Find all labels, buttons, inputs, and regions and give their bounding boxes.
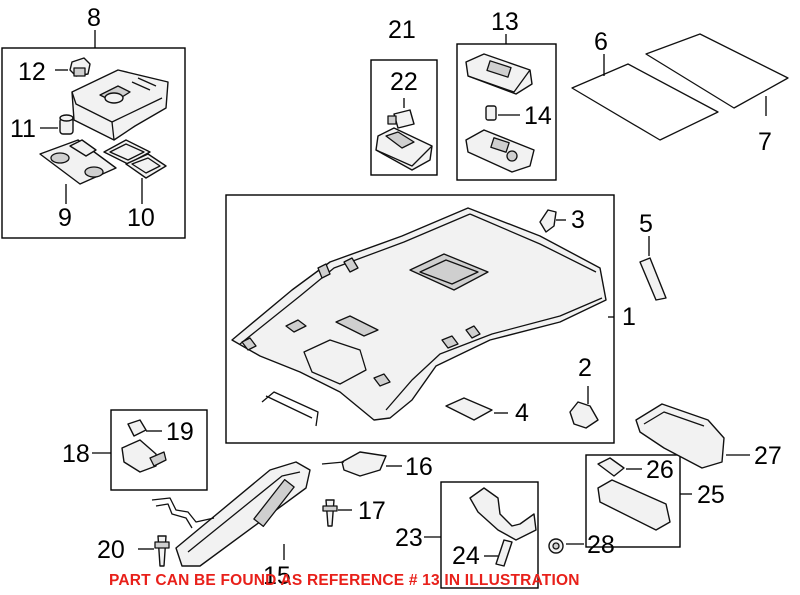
dome-light-housing — [71, 69, 169, 141]
bracket-26 — [597, 457, 625, 477]
callout-23: 23 — [395, 524, 423, 552]
reference-notice: PART CAN BE FOUND AS REFERENCE # 13 IN I… — [109, 572, 580, 589]
screw-20 — [154, 535, 170, 567]
leaders-handle — [424, 536, 498, 557]
callout-10: 10 — [127, 204, 155, 232]
map-lamp-housing-21 — [375, 127, 433, 171]
push-pin-28 — [548, 538, 564, 554]
callout-22: 22 — [390, 68, 418, 96]
box-map-lamp-bulb — [370, 59, 438, 176]
screw-17 — [322, 499, 338, 527]
trim-panel-27 — [635, 403, 725, 469]
callout-8: 8 — [87, 4, 101, 32]
callout-26: 26 — [646, 456, 674, 484]
callout-6: 6 — [594, 28, 608, 56]
box-vanity-lamp — [110, 409, 208, 491]
callout-16: 16 — [405, 453, 433, 481]
callout-14: 14 — [524, 102, 552, 130]
callout-12: 12 — [18, 58, 46, 86]
interior-lamp-lens-13b — [465, 129, 535, 173]
vanity-lamp-socket-18 — [121, 439, 167, 473]
map-lamp-bulb-22 — [387, 109, 415, 129]
leaders-dome — [40, 30, 143, 204]
callout-17: 17 — [358, 497, 386, 525]
dome-light-bulb-12 — [69, 57, 91, 77]
callout-15: 15 — [263, 562, 291, 590]
callout-11: 11 — [10, 115, 36, 143]
visor-wire-harness — [151, 497, 215, 529]
callout-4: 4 — [515, 399, 529, 427]
dome-light-lens-9 — [39, 139, 117, 185]
leaders-visor — [138, 465, 402, 560]
leaders-headliner — [494, 219, 614, 414]
callout-28: 28 — [587, 531, 615, 559]
bracket-2 — [569, 401, 599, 429]
visor-hinge-16 — [321, 451, 387, 477]
callout-27: 27 — [754, 442, 782, 470]
box-grab-handle — [440, 481, 539, 589]
callout-24: 24 — [452, 542, 480, 570]
callout-18: 18 — [62, 440, 90, 468]
callout-7: 7 — [758, 128, 772, 156]
interior-lamp-bulb-14 — [485, 105, 497, 121]
callout-25: 25 — [697, 481, 725, 509]
trim-bracket-handle — [261, 391, 319, 427]
callout-2: 2 — [578, 354, 592, 382]
leaders-bracket — [626, 468, 692, 495]
handle-cover-bolt — [495, 539, 513, 567]
interior-lamp-13 — [465, 53, 533, 95]
box-bracket-set — [585, 454, 681, 548]
callout-5: 5 — [639, 210, 653, 238]
insulator-4 — [445, 397, 493, 421]
sunroof-panel-6 — [571, 63, 719, 141]
sun-visor-clip-3 — [539, 209, 557, 233]
dome-light-bulb-11 — [59, 114, 74, 135]
callout-13: 13 — [491, 8, 519, 36]
grab-handle-24 — [469, 487, 537, 541]
sun-visor-15 — [175, 461, 311, 567]
callout-9: 9 — [58, 204, 72, 232]
callout-1: 1 — [622, 303, 636, 331]
box-headliner — [225, 194, 615, 444]
callout-19: 19 — [166, 418, 194, 446]
box-dome-light-assembly — [1, 47, 186, 239]
sunroof-panel-7 — [645, 33, 789, 109]
callout-21: 21 — [388, 16, 416, 44]
callout-3: 3 — [571, 206, 585, 234]
headliner-1 — [231, 207, 607, 421]
callout-20: 20 — [97, 536, 125, 564]
leaders-vanity — [92, 430, 162, 454]
bracket-25 — [597, 479, 671, 531]
leaders-sunroof — [603, 54, 767, 116]
dome-light-lens-10 — [103, 139, 167, 179]
vanity-lamp-bulb-19 — [127, 419, 147, 437]
trim-piece-5 — [639, 257, 667, 301]
leaders-lamp — [498, 34, 520, 116]
